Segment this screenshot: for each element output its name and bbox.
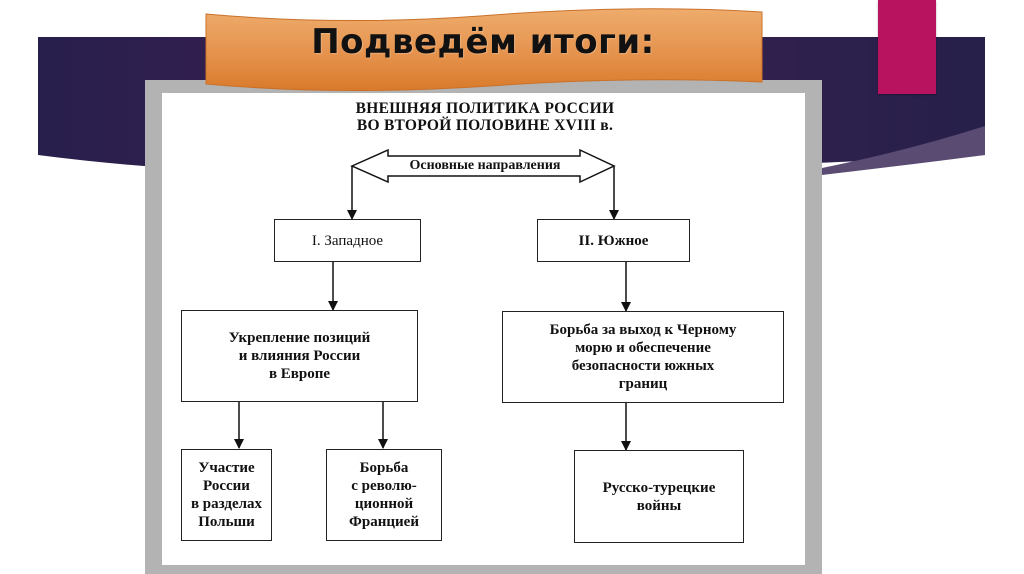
arrowhead-south-goal [621, 302, 631, 312]
france-line: Францией [349, 514, 419, 530]
diagram-title-line2: ВО ВТОРОЙ ПОЛОВИНЕ XVIII в. [356, 117, 614, 134]
west-goal-line: и влияния России [238, 348, 361, 364]
box-russo-turkish-wars: Русско-турецкие войны [574, 450, 744, 543]
accent-pink-bar [878, 0, 936, 94]
arrowhead-poland [234, 439, 244, 449]
france-line: с револю- [351, 478, 417, 494]
box-west-label: I. Западное [311, 232, 384, 249]
wars-line: войны [636, 497, 682, 514]
arrowhead-south [609, 210, 619, 220]
arrowhead-west-goal [328, 301, 338, 311]
south-goal-line: безопасности южных [571, 358, 715, 374]
west-goal-line: Укрепление позиций [228, 330, 371, 346]
west-goal-line: в Европе [268, 366, 331, 382]
arrowhead-wars [621, 441, 631, 451]
directions-label: Основные направления [409, 158, 561, 173]
box-south-label: II. Южное [578, 232, 649, 249]
poland-line: Участие [198, 460, 255, 476]
south-goal-line: морю и обеспечение [575, 340, 711, 356]
poland-line: России [203, 478, 250, 494]
box-south: II. Южное [537, 219, 690, 262]
diagram-title: ВНЕШНЯЯ ПОЛИТИКА РОССИИ ВО ВТОРОЙ ПОЛОВИ… [250, 100, 720, 134]
band-lower-curve [822, 126, 985, 175]
box-france: Борьба с револю- ционной Францией [326, 449, 442, 541]
box-west-goal: Укрепление позиций и влияния России в Ев… [181, 310, 418, 402]
title-banner [205, 8, 763, 92]
arrowhead-west [347, 210, 357, 220]
box-poland: Участие России в разделах Польши [181, 449, 272, 541]
diagram-title-line1: ВНЕШНЯЯ ПОЛИТИКА РОССИИ [355, 100, 615, 117]
south-goal-line: Борьба за выход к Черному [549, 322, 737, 338]
poland-line: Польши [198, 514, 255, 530]
france-line: ционной [354, 496, 414, 512]
south-goal-line: границ [618, 376, 668, 392]
wars-line: Русско-турецкие [602, 479, 716, 496]
box-south-goal: Борьба за выход к Черному морю и обеспеч… [502, 311, 784, 403]
arrowhead-france [378, 439, 388, 449]
box-west: I. Западное [274, 219, 421, 262]
france-line: Борьба [359, 460, 409, 476]
poland-line: в разделах [190, 496, 263, 512]
slide-title: Подведём итоги: [311, 22, 655, 62]
